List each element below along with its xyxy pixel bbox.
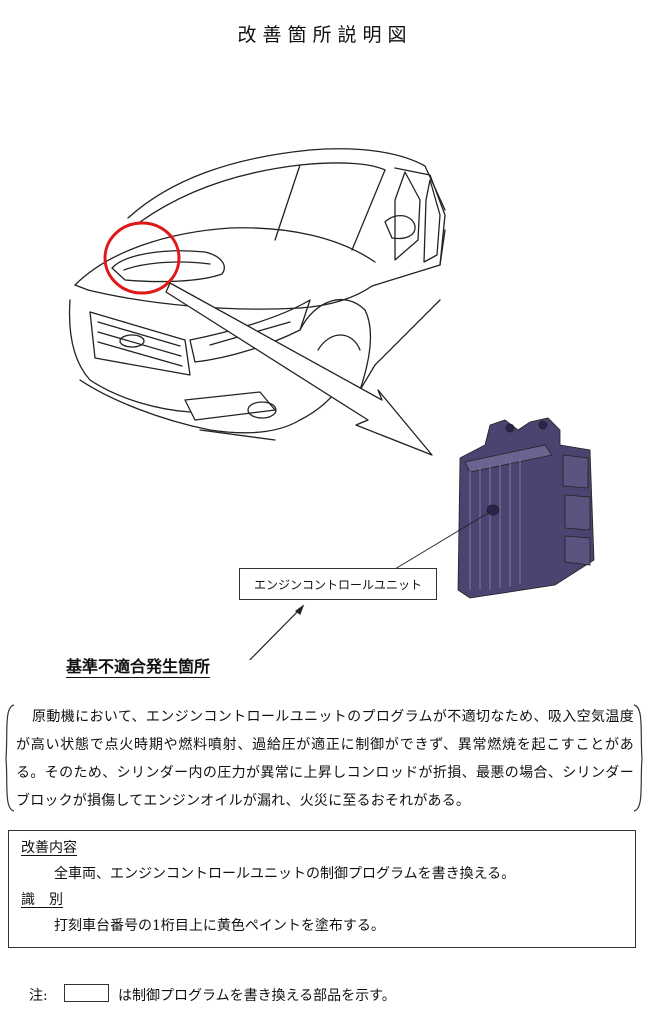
pointer-arrow bbox=[165, 282, 433, 456]
right-bracket bbox=[633, 704, 643, 812]
note-text: は制御プログラムを書き換える部品を示す。 bbox=[118, 988, 396, 1004]
identification-text: 打刻車台番号の1桁目上に黄色ペイントを塗布する。 bbox=[54, 918, 385, 934]
note-prefix: 注: bbox=[29, 988, 48, 1004]
car-drawing bbox=[68, 148, 446, 441]
page-title: 改善箇所説明図 bbox=[237, 24, 413, 46]
ecu-leader-line bbox=[394, 509, 494, 570]
ecu-drawing bbox=[457, 417, 595, 599]
remedy-box: 改善内容 全車両、エンジンコントロールユニットの制御プログラムを書き換える。 識… bbox=[8, 830, 636, 948]
remedy-text: 全車両、エンジンコントロールユニットの制御プログラムを書き換える。 bbox=[54, 866, 516, 882]
left-bracket bbox=[5, 704, 15, 812]
defect-location-label: 基準不適合発生箇所 bbox=[66, 657, 211, 676]
car-ecu-illustration bbox=[68, 148, 595, 660]
remedy-heading: 改善内容 bbox=[21, 840, 77, 856]
note-legend-box bbox=[64, 984, 109, 1002]
defect-leader bbox=[248, 604, 305, 660]
ecu-label: エンジンコントロールユニット bbox=[239, 568, 437, 600]
identification-heading: 識 別 bbox=[21, 892, 63, 908]
defect-description: 原動機において、エンジンコントロールユニットのプログラムが不適切なため、吸入空気… bbox=[16, 709, 634, 809]
highlight-circle bbox=[103, 221, 181, 295]
